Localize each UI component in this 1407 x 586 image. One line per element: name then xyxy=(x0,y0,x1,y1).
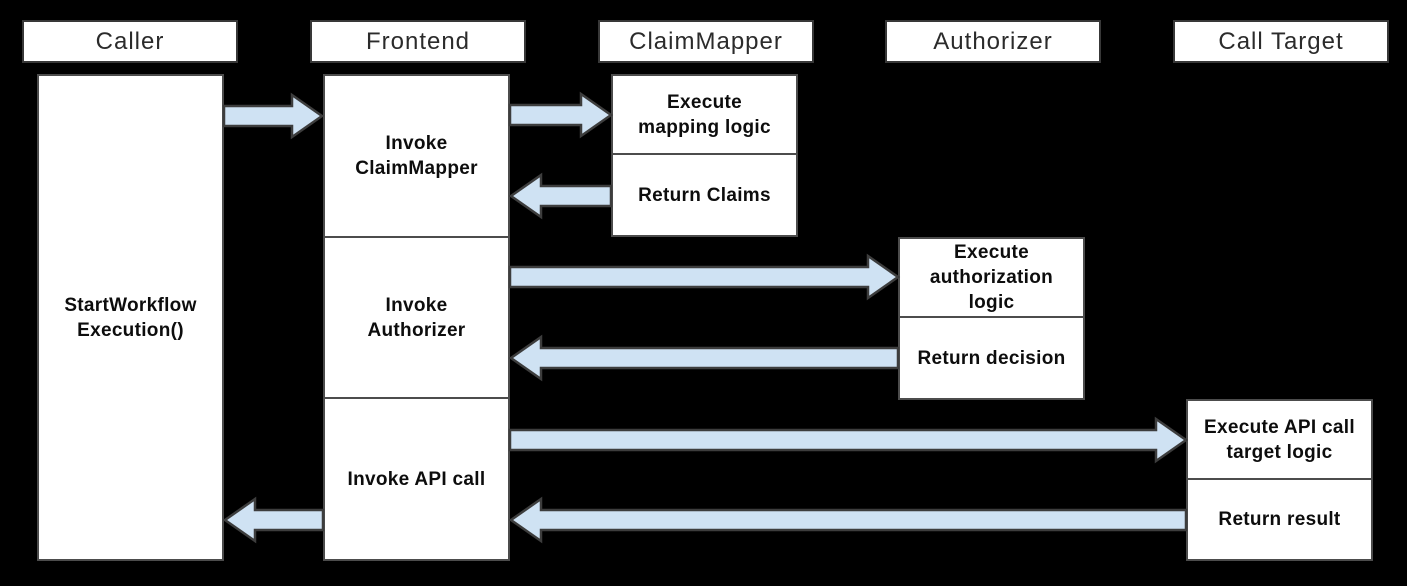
activation-label: Return decision xyxy=(917,347,1066,369)
activation-label: Return result xyxy=(1218,509,1341,530)
lifeline-header-authorizer: Authorizer xyxy=(885,20,1101,63)
lifeline-header-claimmapper: ClaimMapper xyxy=(598,20,814,63)
activation-caller-startworkflowexecution: StartWorkflow Execution() xyxy=(37,74,224,561)
activation-frontend-invoke-authorizer: Invoke Authorizer xyxy=(323,236,510,399)
arrow-frontend-to-calltarget xyxy=(508,416,1189,464)
activation-calltarget-execute-api-call-target-logic: Execute API call target logic xyxy=(1186,399,1373,480)
activation-label: StartWorkflow Execution() xyxy=(64,294,197,341)
arrow-frontend-to-authorizer xyxy=(508,253,901,301)
activation-calltarget-return-result: Return result xyxy=(1186,478,1373,561)
lifeline-header-label: ClaimMapper xyxy=(629,27,783,55)
activation-authorizer-return-decision: Return decision xyxy=(898,316,1085,400)
activation-claimmapper-execute-mapping-logic: Execute mapping logic xyxy=(611,74,798,155)
arrow-calltarget-to-frontend xyxy=(508,496,1188,544)
arrow-frontend-to-caller xyxy=(222,496,325,544)
lifeline-header-frontend: Frontend xyxy=(310,20,526,63)
activation-label: Invoke ClaimMapper xyxy=(355,133,478,179)
activation-label: Execute authorization logic xyxy=(929,242,1054,313)
activation-label: Invoke API call xyxy=(347,468,486,490)
arrow-frontend-to-claimmapper xyxy=(508,91,614,139)
activation-label: Return Claims xyxy=(638,184,771,206)
lifeline-header-label: Frontend xyxy=(365,27,471,55)
arrow-authorizer-to-frontend xyxy=(508,334,900,382)
activation-frontend-invoke-api-call: Invoke API call xyxy=(323,397,510,561)
arrow-caller-to-frontend xyxy=(222,92,325,140)
activation-authorizer-execute-authorization-logic: Execute authorization logic xyxy=(898,237,1085,318)
lifeline-header-calltarget: Call Target xyxy=(1173,20,1389,63)
lifeline-header-caller: Caller xyxy=(22,20,238,63)
arrow-claimmapper-to-frontend xyxy=(508,172,613,220)
lifeline-header-label: Call Target xyxy=(1218,27,1344,55)
activation-frontend-invoke-claimmapper: Invoke ClaimMapper xyxy=(323,74,510,238)
lifeline-header-label: Caller xyxy=(95,27,165,55)
lifeline-header-label: Authorizer xyxy=(933,27,1053,55)
activation-label: Execute mapping logic xyxy=(638,91,771,138)
activation-label: Execute API call target logic xyxy=(1204,416,1355,463)
activation-label: Invoke Authorizer xyxy=(367,294,466,341)
activation-claimmapper-return-claims: Return Claims xyxy=(611,153,798,237)
